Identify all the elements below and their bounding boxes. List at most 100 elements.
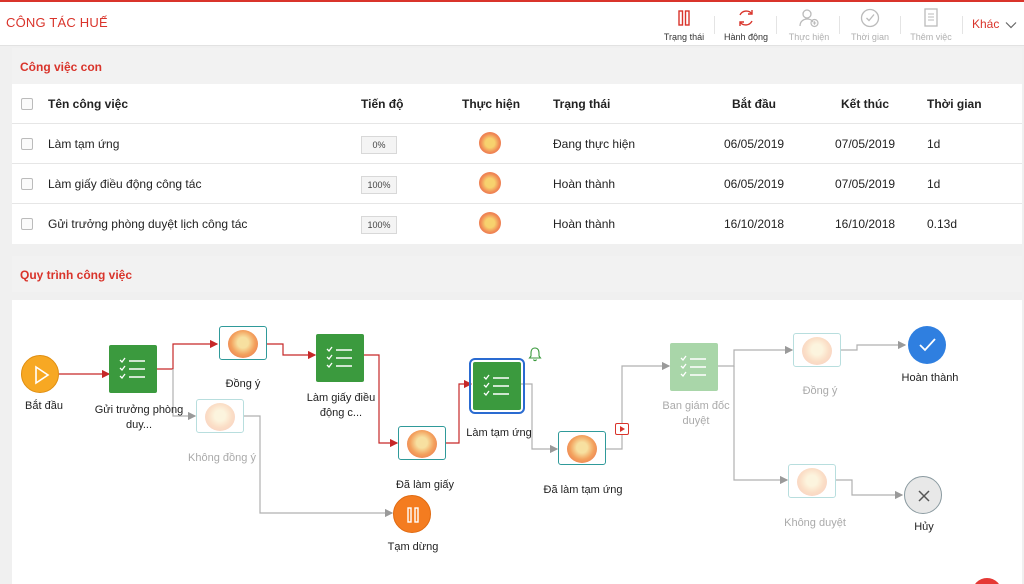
- start-label: Bắt đầu: [25, 400, 63, 412]
- checklist-icon: [680, 355, 706, 377]
- row-checkbox[interactable]: [21, 178, 33, 190]
- travel-done-label: Đã làm giấy: [395, 479, 455, 491]
- action-label: Hành động: [723, 32, 769, 42]
- advance-done-gateway[interactable]: [558, 431, 606, 465]
- video-icon[interactable]: [615, 423, 629, 435]
- checklist-icon: [483, 374, 509, 396]
- pause-node[interactable]: [393, 495, 431, 533]
- approver-avatar: [407, 430, 437, 458]
- status-button[interactable]: Trạng thái: [656, 6, 712, 46]
- chevron-down-icon: [1005, 21, 1017, 29]
- floating-action-button[interactable]: [972, 578, 1002, 584]
- time-label: Thời gian: [851, 32, 889, 42]
- task-start: 06/05/2019: [724, 137, 785, 151]
- send-manager-task[interactable]: [109, 345, 157, 393]
- subtasks-table: Tên công việc Tiến độ Thực hiện Trạng th…: [12, 84, 1022, 244]
- task-end: 16/10/2018: [835, 217, 896, 231]
- more-menu[interactable]: Khác: [972, 17, 1017, 31]
- workflow-title: Quy trình công việc: [20, 268, 133, 282]
- avatar[interactable]: [479, 132, 501, 154]
- column-end-header: Kết thúc: [841, 97, 889, 111]
- more-label: Khác: [972, 17, 1000, 31]
- perform-button[interactable]: Thực hiện: [781, 6, 837, 46]
- task-status: Đang thực hiện: [553, 137, 636, 151]
- column-status-header: Trạng thái: [553, 97, 611, 111]
- complete-node[interactable]: [908, 326, 946, 364]
- reject-gateway[interactable]: [788, 464, 836, 498]
- checklist-icon: [119, 357, 145, 379]
- table-header: Tên công việc Tiến độ Thực hiện Trạng th…: [12, 84, 1022, 124]
- board-approval-label: Ban giám đốc duyệt: [662, 400, 730, 427]
- task-duration: 1d: [927, 137, 941, 151]
- approver-avatar: [567, 435, 597, 463]
- add-user-icon: [781, 6, 837, 30]
- check-icon: [919, 338, 936, 352]
- top-bar: CÔNG TÁC HUẾ Trạng thái Hành động Thực h…: [0, 0, 1024, 46]
- cancel-node[interactable]: [904, 476, 942, 514]
- time-button[interactable]: Thời gian: [842, 6, 898, 46]
- task-end: 07/05/2019: [835, 137, 896, 151]
- app-title: CÔNG TÁC HUẾ: [6, 15, 108, 30]
- close-icon: [918, 490, 930, 502]
- progress-badge: 100%: [361, 215, 397, 234]
- refresh-icon: [718, 6, 774, 30]
- board-approval-task[interactable]: [670, 343, 718, 391]
- advance-label: Làm tạm ứng: [466, 427, 532, 439]
- travel-done-gateway[interactable]: [398, 426, 446, 460]
- approver-avatar: [797, 468, 827, 496]
- board-agree-label: Đồng ý: [802, 385, 838, 397]
- add-task-button[interactable]: Thêm việc: [903, 6, 959, 46]
- pause-label: Tạm dừng: [387, 541, 439, 553]
- avatar[interactable]: [479, 172, 501, 194]
- row-checkbox[interactable]: [21, 138, 33, 150]
- travel-order-task[interactable]: [316, 334, 364, 382]
- divider: [776, 16, 777, 34]
- task-status: Hoàn thành: [553, 217, 616, 231]
- divider: [714, 16, 715, 34]
- table-row[interactable]: Gửi trưởng phòng duyệt lịch công tác 100…: [12, 204, 1022, 244]
- advance-task[interactable]: [469, 358, 525, 414]
- cancel-label: Hủy: [914, 521, 934, 533]
- table-row[interactable]: Làm tạm ứng 0% Đang thực hiện 06/05/2019…: [12, 124, 1022, 164]
- board-agree-gateway[interactable]: [793, 333, 841, 367]
- clock-check-icon: [842, 6, 898, 30]
- column-assignee-header: Thực hiện: [462, 97, 521, 111]
- table-row[interactable]: Làm giấy điều động công tác 100% Hoàn th…: [12, 164, 1022, 204]
- divider: [900, 16, 901, 34]
- subtasks-title: Công việc con: [20, 60, 103, 74]
- bell-icon[interactable]: [528, 346, 542, 362]
- checklist-icon: [326, 346, 352, 368]
- disagree-label: Không đồng ý: [188, 452, 256, 464]
- perform-label: Thực hiện: [788, 32, 830, 42]
- subtasks-section-header: Công việc con: [12, 48, 1022, 84]
- reject-label: Không duyệt: [784, 517, 846, 529]
- workflow-section-header: Quy trình công việc: [12, 256, 1022, 292]
- task-name[interactable]: Làm tạm ứng: [48, 137, 120, 151]
- row-checkbox[interactable]: [21, 218, 33, 230]
- approver-avatar: [228, 330, 258, 358]
- workflow-connectors: [59, 339, 907, 518]
- task-name[interactable]: Gửi trưởng phòng duyệt lịch công tác: [48, 217, 248, 231]
- task-duration: 1d: [927, 177, 941, 191]
- approver-avatar: [205, 403, 235, 431]
- divider: [962, 16, 963, 34]
- divider: [839, 16, 840, 34]
- task-start: 06/05/2019: [724, 177, 785, 191]
- document-icon: [903, 6, 959, 30]
- travel-order-label: Làm giấy điều động c...: [306, 392, 376, 419]
- advance-done-label: Đã làm tạm ứng: [543, 484, 623, 496]
- column-progress-header: Tiến độ: [361, 97, 404, 111]
- disagree-gateway[interactable]: [196, 399, 244, 433]
- progress-badge: 100%: [361, 175, 397, 194]
- approver-avatar: [802, 337, 832, 365]
- action-button[interactable]: Hành động: [718, 6, 774, 46]
- status-label: Trạng thái: [663, 32, 705, 42]
- send-manager-label: Gửi trưởng phòng duy...: [94, 404, 184, 431]
- agree-label: Đồng ý: [225, 378, 261, 390]
- avatar[interactable]: [479, 212, 501, 234]
- task-name[interactable]: Làm giấy điều động công tác: [48, 177, 202, 191]
- start-node[interactable]: [21, 355, 59, 393]
- agree-gateway[interactable]: [219, 326, 267, 360]
- select-all-checkbox[interactable]: [21, 98, 33, 110]
- pause-icon: [656, 6, 712, 30]
